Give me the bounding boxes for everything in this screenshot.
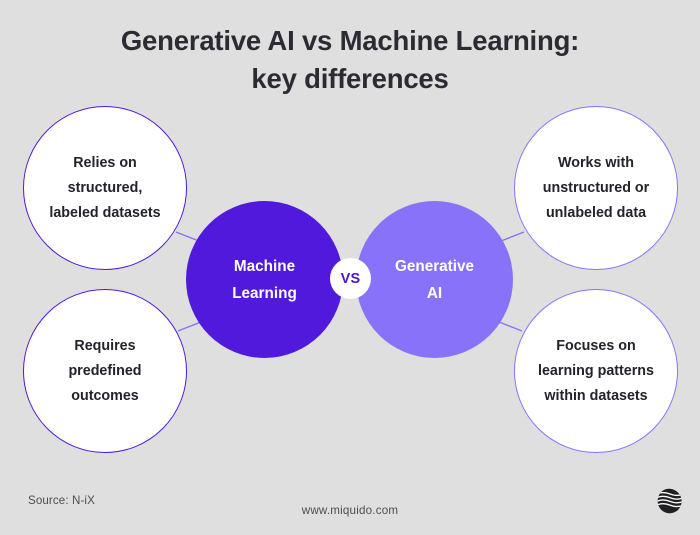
- center-circle-machine-learning-text: Machine Learning: [195, 253, 335, 307]
- center-circle-generative-ai: Generative AI: [356, 201, 513, 358]
- bubble-bottom-right-line-1: Focuses on: [556, 337, 636, 354]
- bubble-bottom-right-line-3: within datasets: [544, 387, 648, 404]
- page-title-line-1: Generative AI vs Machine Learning:: [120, 25, 580, 56]
- miquido-logo-icon: [657, 488, 682, 514]
- bubble-top-left: Relies on structured, labeled datasets: [23, 106, 187, 270]
- page-title: Generative AI vs Machine Learning: key d…: [0, 22, 700, 98]
- machine-learning-line-2: Learning: [232, 284, 297, 302]
- bubble-bottom-left-text: Requires predefined outcomes: [30, 334, 180, 409]
- bubble-top-left-line-1: Relies on: [73, 154, 137, 171]
- bubble-top-right-line-1: Works with: [558, 154, 634, 171]
- bubble-bottom-left-line-3: outcomes: [71, 387, 139, 404]
- center-circle-machine-learning: Machine Learning: [186, 201, 343, 358]
- center-circle-generative-ai-text: Generative AI: [365, 253, 505, 307]
- bubble-bottom-right-line-2: learning patterns: [538, 362, 654, 379]
- bubble-top-right-line-3: unlabeled data: [545, 204, 647, 221]
- bubble-top-right-text: Works with unstructured or unlabeled dat…: [521, 151, 671, 226]
- versus-badge: VS: [330, 258, 371, 299]
- generative-ai-line-2: AI: [426, 284, 443, 302]
- bubble-bottom-right-text: Focuses on learning patterns within data…: [521, 334, 671, 409]
- source-label: Source: N-iX: [28, 494, 95, 507]
- page-title-line-2: key differences: [251, 63, 449, 94]
- bubble-top-right: Works with unstructured or unlabeled dat…: [514, 106, 678, 270]
- bubble-top-left-line-2: structured,: [67, 179, 143, 196]
- bubble-top-right-line-2: unstructured or: [542, 179, 650, 196]
- website-label: www.miquido.com: [301, 504, 399, 517]
- generative-ai-line-1: Generative: [394, 257, 475, 275]
- bubble-bottom-right: Focuses on learning patterns within data…: [514, 289, 678, 453]
- bubble-bottom-left-line-1: Requires: [74, 337, 136, 354]
- bubble-bottom-left-line-2: predefined: [68, 362, 142, 379]
- bubble-bottom-left: Requires predefined outcomes: [23, 289, 187, 453]
- bubble-top-left-text: Relies on structured, labeled datasets: [30, 151, 180, 226]
- versus-badge-label: VS: [340, 270, 361, 287]
- machine-learning-line-1: Machine: [233, 257, 296, 275]
- bubble-top-left-line-3: labeled datasets: [49, 204, 161, 221]
